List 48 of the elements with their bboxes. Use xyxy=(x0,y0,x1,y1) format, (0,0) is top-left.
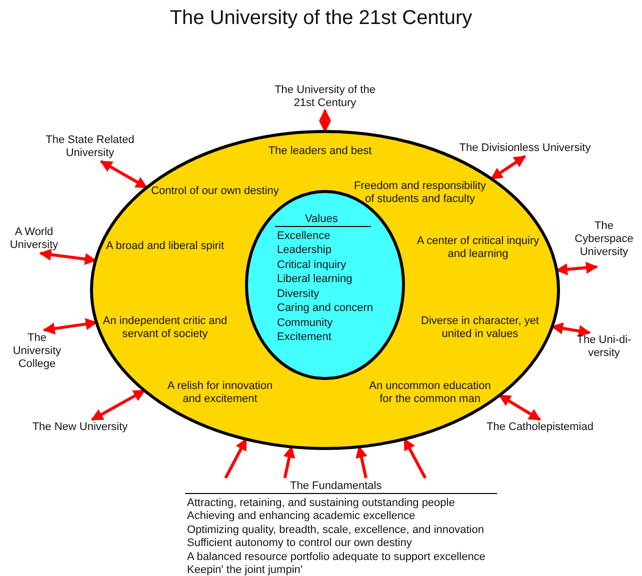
double-headed-arrow xyxy=(39,248,97,265)
value-item: Excitement xyxy=(277,330,332,344)
arrow xyxy=(224,438,248,479)
double-headed-arrow xyxy=(42,318,98,334)
university-label: The University College xyxy=(12,332,62,371)
statement-text: A relish for innovation and excitement xyxy=(166,380,274,406)
value-item: Critical inquiry xyxy=(277,258,346,272)
fundamental-item: A balanced resource portfolio adequate to support excellence xyxy=(187,550,486,564)
university-label: The Uni-di-versity xyxy=(576,334,632,360)
value-item: Leadership xyxy=(277,243,332,257)
statement-text: Freedom and responsibility of students and faculty xyxy=(352,180,488,206)
double-headed-arrow xyxy=(90,389,146,422)
double-headed-arrow xyxy=(490,155,526,180)
double-headed-arrow xyxy=(550,322,591,337)
university-label: The Catholepistemiad xyxy=(485,421,594,434)
fundamental-item: Keepin' the joint jumpin' xyxy=(187,564,302,576)
fundamental-item: Achieving and enhancing academic excellence xyxy=(187,510,416,523)
double-headed-arrow xyxy=(555,262,598,276)
university-label: The Cyberspace University xyxy=(574,220,634,259)
statement-text: Diverse in character, yet united in values xyxy=(420,315,540,341)
university-label: The State Related University xyxy=(44,134,136,160)
arrow xyxy=(356,446,368,478)
university-label: The University of the 21st Century xyxy=(274,84,376,110)
arrow xyxy=(403,438,427,479)
fundamentals-heading: The Fundamentals xyxy=(290,480,382,493)
value-item: Liberal learning xyxy=(277,272,352,286)
double-headed-arrow xyxy=(100,160,148,189)
fundamental-item: Sufficient autonomy to control our own destiny xyxy=(187,537,412,550)
diagram-title: The University of the 21st Century xyxy=(168,6,474,30)
arrow xyxy=(283,446,296,478)
value-item: Caring and concern xyxy=(277,301,374,315)
university-label: A World University xyxy=(8,226,60,252)
statement-text: An uncommon education for the common man xyxy=(368,380,492,406)
double-headed-arrow xyxy=(498,394,542,421)
university-label: The Divisionless University xyxy=(458,142,592,155)
fundamental-item: Optimizing quality, breadth, scale, excellence, and innovation xyxy=(187,524,484,536)
value-item: Community xyxy=(277,316,333,330)
university-label: The New University xyxy=(31,421,129,434)
fundamental-item: Attracting, retaining, and sustaining outstanding people xyxy=(187,496,455,510)
statement-text: Control of our own destiny xyxy=(150,185,280,198)
statement-text: A center of critical inquiry and learning xyxy=(416,235,540,261)
values-heading: Values xyxy=(305,212,338,226)
double-headed-arrow xyxy=(319,108,331,133)
statement-text: The leaders and best xyxy=(267,145,373,158)
statement-text: A broad and liberal spirit xyxy=(104,240,225,253)
value-item: Excellence xyxy=(277,228,330,242)
statement-text: An independent critic and servant of society xyxy=(102,315,228,341)
value-item: Diversity xyxy=(277,286,320,300)
